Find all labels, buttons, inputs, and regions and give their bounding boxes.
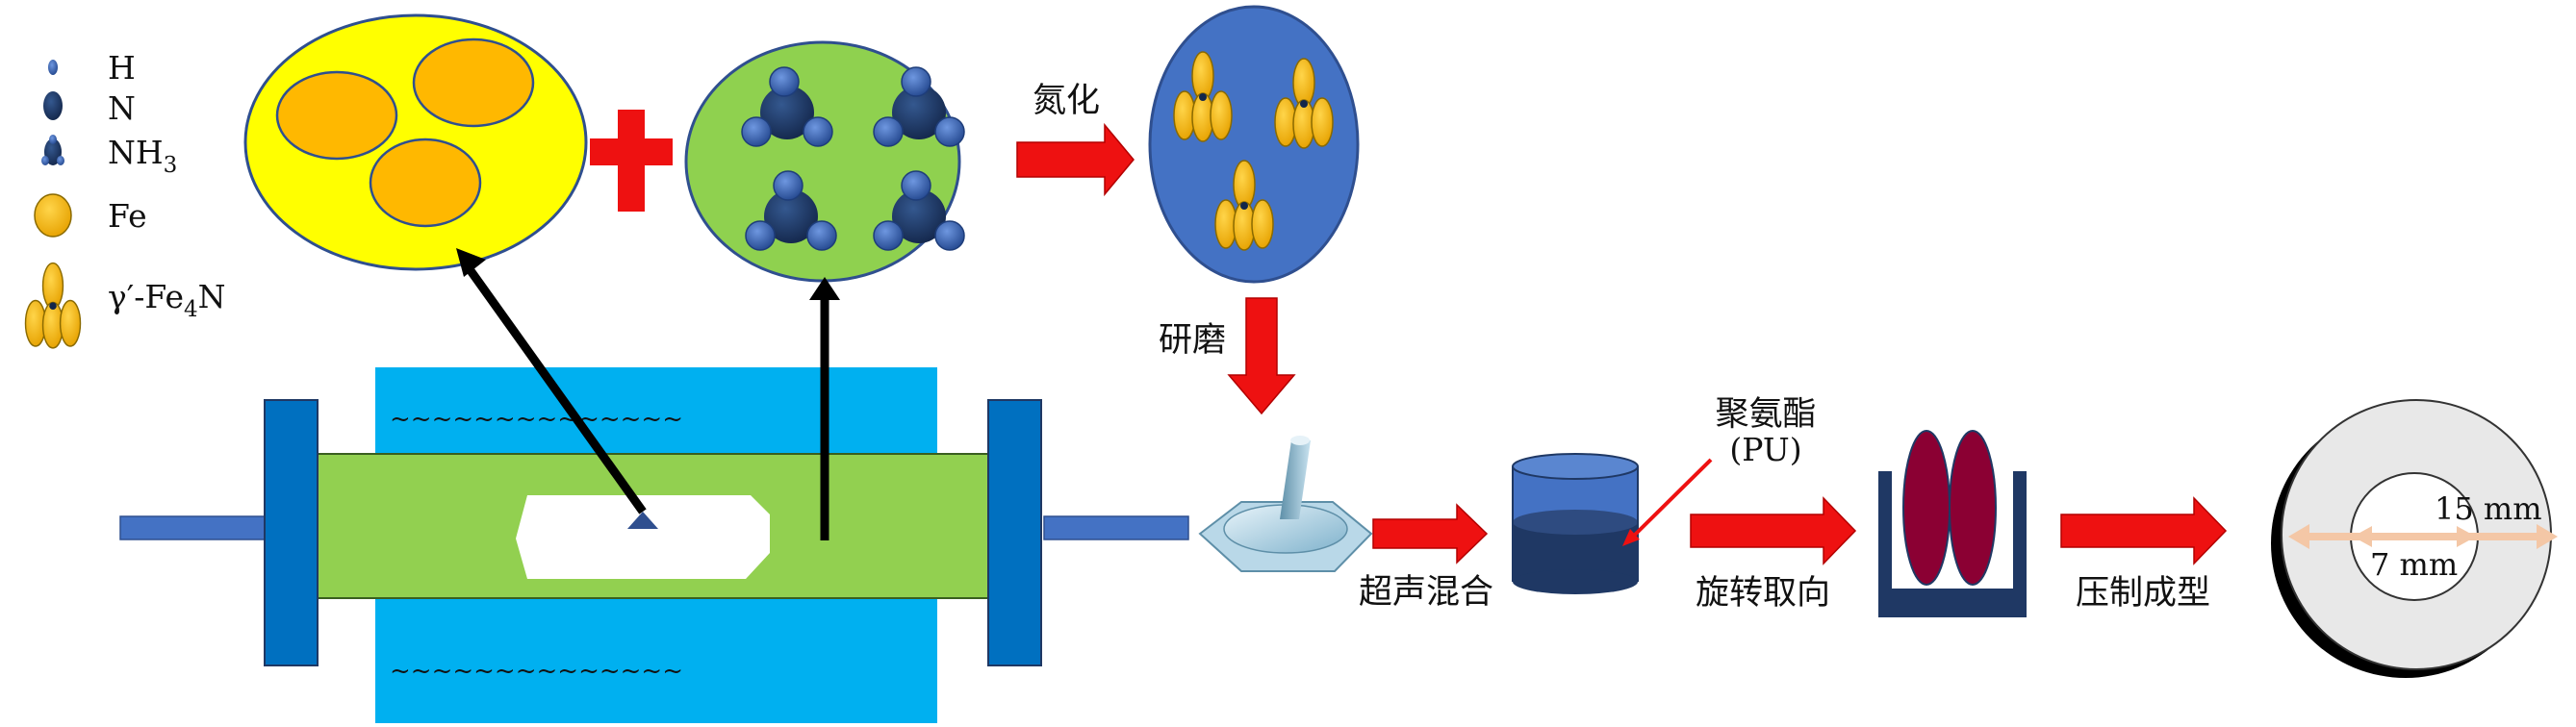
h-atom-icon (48, 60, 58, 75)
legend-fe4n: γ′-Fe4N (24, 262, 226, 349)
nitriding-label: 氮化 (1033, 82, 1100, 120)
rotation-device-icon (1878, 430, 2027, 617)
inner-dimension-arrow-icon (2353, 526, 2476, 547)
ultrasonic-mixing-label: 超声混合 (1359, 573, 1493, 612)
fe-atom-icon (34, 193, 72, 238)
legend-n: N (43, 89, 136, 127)
press-forming-arrow-icon (2060, 496, 2228, 565)
sample-boat (516, 495, 770, 579)
inner-dimension-label: 7 mm (2370, 546, 2458, 583)
furnace-wave-bottom: ~~~~~~~~~~~~~~ (390, 657, 683, 686)
legend-fe-label: Fe (108, 197, 147, 235)
mixing-beaker-icon (1512, 453, 1639, 594)
fe4n-product-group (1148, 5, 1360, 284)
n-atom-icon (43, 91, 63, 120)
gas-inlet-pipe (119, 515, 266, 540)
outer-dimension-label: 15 mm (2435, 490, 2542, 527)
nitriding-arrow-icon (1016, 122, 1135, 197)
legend-nh3-label: NH3 (108, 134, 177, 178)
fe-particle (275, 70, 398, 161)
gas-outlet-pipe (1043, 515, 1189, 540)
legend-fe: Fe (34, 193, 147, 238)
magnet-ring: 15 mm 7 mm (2271, 399, 2558, 678)
nh3-gas-group (684, 40, 965, 283)
legend-fe4n-label: γ′-Fe4N (108, 278, 226, 322)
rotational-orientation-arrow-icon (1690, 496, 1857, 565)
ultrasonic-mixing-arrow-icon (1372, 503, 1489, 564)
press-forming-label-text: 压制成型 (2076, 574, 2210, 613)
plus-icon (590, 110, 673, 212)
tube-furnace: ~~~~~~~~~~~~~~ ~~~~~~~~~~~~~~ (119, 367, 1189, 723)
nh3-molecule-icon (41, 135, 64, 165)
legend-h-label: H (108, 49, 136, 87)
pu-pointer-icon (1622, 458, 1713, 546)
grinding-arrow-icon (1227, 297, 1296, 415)
rotational-orientation-label: 旋转取向 (1696, 574, 1830, 613)
outer-dimension-arrow-icon (2288, 524, 2558, 549)
left-flange (264, 399, 319, 666)
legend-h: H (48, 49, 136, 87)
grinding-label: 研磨 (1159, 321, 1226, 360)
fe-particle (369, 138, 482, 228)
fe-particle-group (243, 13, 588, 271)
sample-marker-icon (627, 512, 658, 529)
furnace-wave-top: ~~~~~~~~~~~~~~ (390, 405, 683, 434)
polyurethane-abbr-label: (PU) (1729, 431, 1801, 468)
polyurethane-label: 聚氨酯 (1715, 395, 1816, 434)
legend: H N NH3 Fe γ′-Fe4N (24, 49, 226, 349)
legend-nh3: NH3 (41, 134, 177, 178)
legend-n-label: N (108, 89, 136, 127)
right-flange (987, 399, 1042, 666)
fe4n-molecule-icon (24, 262, 82, 349)
mortar-and-pestle-icon (1198, 436, 1373, 572)
gas-flow-arrows (456, 248, 840, 540)
fe-particle (412, 38, 535, 128)
